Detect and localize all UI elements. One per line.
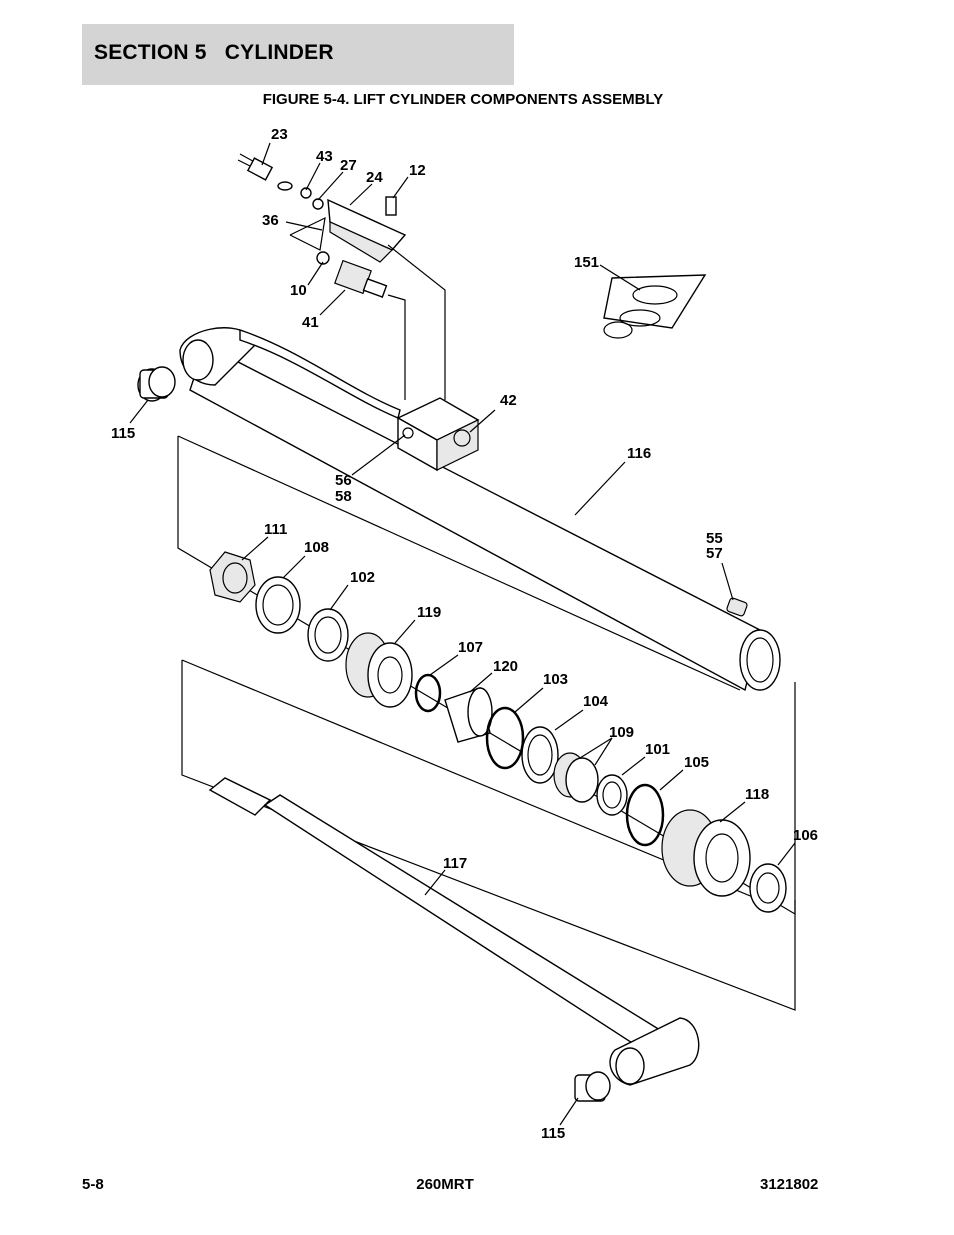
head-seal-part — [749, 863, 787, 913]
callout-27: 27 — [340, 157, 357, 174]
nut-part — [209, 551, 256, 603]
callout-36: 36 — [262, 212, 279, 229]
callout-57: 57 — [706, 545, 723, 562]
callout-103: 103 — [543, 671, 568, 688]
callout-42: 42 — [500, 392, 517, 409]
footer-page-number: 5-8 — [82, 1176, 104, 1193]
wiper-part — [596, 774, 628, 816]
callout-58: 58 — [335, 488, 352, 505]
bushing-lower-part — [574, 1071, 611, 1102]
callout-108: 108 — [304, 539, 329, 556]
seal-kit-part — [603, 274, 707, 339]
leader-lines — [129, 142, 796, 1126]
barrel-part — [179, 327, 781, 692]
valve-part — [316, 251, 388, 298]
callout-105: 105 — [684, 754, 709, 771]
callout-labels: 23 43 27 24 12 36 10 41 151 42 115 56 58… — [111, 126, 818, 1142]
callout-115: 115 — [111, 425, 135, 442]
callout-106: 106 — [793, 827, 818, 844]
backup-ring-part — [521, 726, 559, 784]
cylinder-head-part — [661, 809, 751, 897]
callout-10: 10 — [290, 282, 307, 299]
section-title: SECTION 5 CYLINDER — [94, 41, 334, 64]
footer-doc-number: 3121802 — [760, 1176, 819, 1193]
callout-107: 107 — [458, 639, 483, 656]
figure-title: FIGURE 5-4. LIFT CYLINDER COMPONENTS ASS… — [262, 91, 664, 108]
callout-41: 41 — [302, 314, 319, 331]
callout-55: 55 — [706, 530, 723, 547]
callout-109: 109 — [609, 724, 634, 741]
piston-part — [345, 632, 413, 708]
callout-120: 120 — [493, 658, 518, 675]
callout-12: 12 — [409, 162, 426, 179]
wear-ring-part — [255, 576, 301, 634]
callout-115-lower: 115 — [541, 1125, 565, 1142]
bushing-part — [137, 366, 176, 402]
footer-model: 260MRT — [416, 1176, 474, 1193]
o-ring-large-part — [485, 706, 525, 770]
section-banner: SECTION 5 CYLINDER — [82, 24, 514, 85]
bracket-part — [327, 196, 407, 263]
callout-119: 119 — [417, 604, 441, 621]
spacer-part — [444, 687, 493, 743]
callout-43: 43 — [316, 148, 333, 165]
port-block-part — [396, 397, 480, 472]
callout-116: 116 — [627, 445, 651, 462]
rod-seal-part — [553, 752, 599, 803]
callout-118: 118 — [745, 786, 769, 803]
callout-101: 101 — [645, 741, 670, 758]
callout-56: 56 — [335, 472, 352, 489]
callout-117: 117 — [443, 855, 467, 872]
callout-104: 104 — [583, 693, 609, 710]
callout-23: 23 — [271, 126, 288, 143]
callout-151: 151 — [574, 254, 599, 271]
callout-24: 24 — [366, 169, 383, 186]
rod-part — [208, 777, 700, 1086]
cable-assembly-part — [237, 153, 324, 210]
callout-102: 102 — [350, 569, 375, 586]
o-ring-part — [414, 673, 442, 713]
callout-111: 111 — [264, 521, 287, 538]
o-ring-head-part — [625, 783, 665, 847]
seal-ring-part — [307, 608, 349, 662]
